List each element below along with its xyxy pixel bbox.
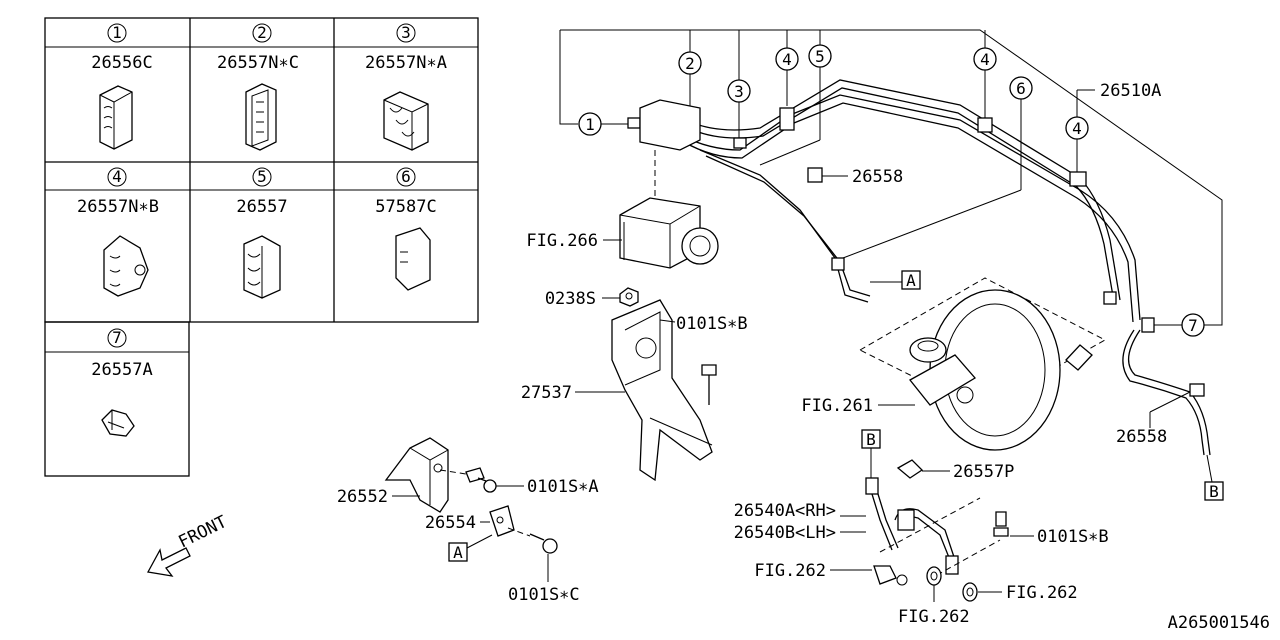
svg-text:6: 6: [1016, 79, 1026, 98]
label-26557p: 26557P: [953, 462, 1014, 482]
svg-text:3: 3: [734, 82, 744, 101]
bolt-icon: [529, 533, 558, 554]
legend-part-5: 26557: [236, 197, 287, 217]
svg-text:3: 3: [401, 23, 411, 42]
legend-part-7: 26557A: [91, 360, 152, 380]
svg-text:1: 1: [112, 23, 122, 42]
svg-text:4: 4: [782, 50, 792, 69]
ref-box-a: A: [448, 542, 468, 562]
svg-text:4: 4: [1072, 119, 1082, 138]
svg-text:B: B: [1209, 482, 1219, 501]
callout-4: 4: [775, 47, 799, 71]
legend-num-3: 3: [396, 23, 416, 43]
ref-box-b: B: [1204, 481, 1224, 501]
legend-part-6: 57587C: [375, 197, 436, 217]
legend-num-6: 6: [396, 167, 416, 187]
clip-26557nc-icon: [245, 83, 277, 151]
legend-num-7: 7: [107, 328, 127, 348]
legend-part-3: 26557N∗A: [365, 53, 447, 73]
callout-2: 2: [678, 51, 702, 75]
label-26554: 26554: [425, 513, 476, 533]
label-fig-261: FIG.261: [801, 396, 873, 416]
abs-bracket: [611, 299, 713, 482]
abs-hydraulic-unit: [619, 99, 719, 269]
ref-box-b: B: [861, 429, 881, 449]
callout-3: 3: [727, 79, 751, 103]
callout-4: 4: [973, 47, 997, 71]
label-0101s-c: 0101S∗C: [508, 585, 580, 605]
label-fig-262-b: FIG.262: [898, 607, 970, 627]
parts-legend-table: 1 2 3 4 5 6 7 26556C 26557N∗C 26557N∗A 2…: [44, 17, 479, 477]
svg-text:5: 5: [815, 47, 825, 66]
svg-text:A: A: [906, 271, 916, 290]
label-0101s-b-upper: 0101S∗B: [676, 314, 748, 334]
svg-text:6: 6: [401, 167, 411, 186]
callout-7: 7: [1181, 313, 1205, 337]
label-0101s-b-lower: 0101S∗B: [1037, 527, 1109, 547]
svg-text:A: A: [453, 543, 463, 562]
label-26552: 26552: [337, 487, 388, 507]
callout-6: 6: [1009, 76, 1033, 100]
label-26558-lower: 26558: [1116, 427, 1167, 447]
clip-26557p-icon: [896, 459, 924, 479]
plate-26554: [489, 505, 515, 537]
svg-text:2: 2: [685, 54, 695, 73]
svg-text:B: B: [866, 430, 876, 449]
legend-num-2: 2: [252, 23, 272, 43]
label-27537: 27537: [521, 383, 572, 403]
brake-booster: [858, 277, 1107, 451]
svg-text:4: 4: [980, 50, 990, 69]
legend-num-5: 5: [252, 167, 272, 187]
label-26540b-lh: 26540B<LH>: [734, 523, 836, 543]
bolt-icon: [993, 511, 1009, 537]
svg-text:1: 1: [585, 115, 595, 134]
label-fig-266: FIG.266: [526, 231, 598, 251]
svg-text:5: 5: [257, 167, 267, 186]
label-26558-upper: 26558: [852, 167, 903, 187]
clip-26557a-icon: [101, 409, 135, 437]
callout-4: 4: [1065, 116, 1089, 140]
label-26540a-rh: 26540A<RH>: [734, 501, 836, 521]
callout-5: 5: [808, 44, 832, 68]
svg-text:7: 7: [112, 328, 122, 347]
label-0238s: 0238S: [545, 289, 596, 309]
label-fig-262-a: FIG.262: [754, 561, 826, 581]
svg-text:7: 7: [1188, 316, 1198, 335]
svg-text:2: 2: [257, 23, 267, 42]
clip-26556c-icon: [99, 85, 133, 150]
label-fig-262-c: FIG.262: [1006, 583, 1078, 603]
legend-part-4: 26557N∗B: [77, 197, 159, 217]
washer-icon: [926, 566, 942, 586]
clip-57587c-icon: [395, 227, 431, 291]
diagram-code: A265001546: [1168, 613, 1270, 633]
legend-num-4: 4: [107, 167, 127, 187]
washer-icon: [962, 582, 978, 602]
clip-26557na-icon: [383, 91, 429, 151]
label-0101s-a: 0101S∗A: [527, 477, 599, 497]
svg-text:4: 4: [112, 167, 122, 186]
bolt-icon: [465, 467, 497, 493]
clip-26557nb-icon: [103, 235, 149, 297]
legend-part-1: 26556C: [91, 53, 152, 73]
union-bolt-icon: [873, 565, 908, 586]
bolt-icon: [701, 364, 717, 405]
brake-hose: [865, 477, 959, 575]
clip-26557-icon: [243, 235, 281, 299]
ref-box-a: A: [901, 270, 921, 290]
nut-icon: [619, 287, 639, 307]
front-label: FRONT: [175, 512, 230, 552]
front-arrow-icon: [146, 547, 191, 577]
bracket-26552: [384, 437, 449, 513]
legend-part-2: 26557N∗C: [217, 53, 299, 73]
callout-1: 1: [578, 112, 602, 136]
label-26510a: 26510A: [1100, 81, 1161, 101]
legend-num-1: 1: [107, 23, 127, 43]
